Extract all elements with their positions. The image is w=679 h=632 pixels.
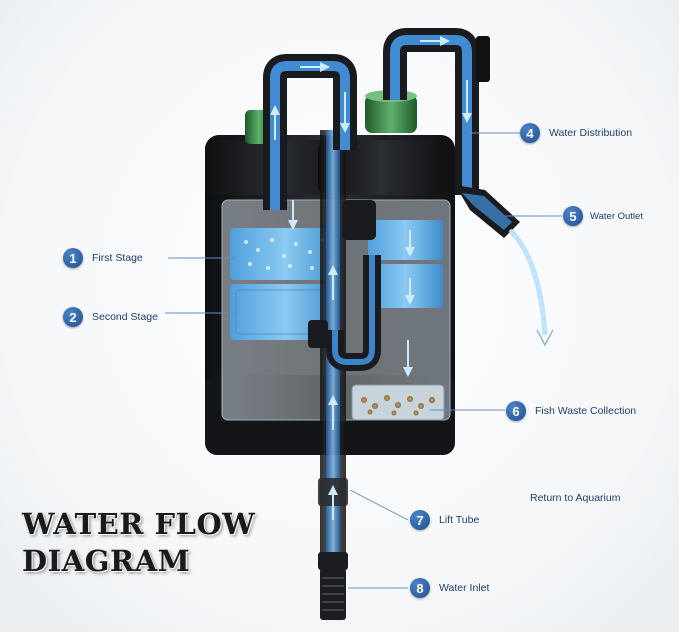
callout-lift-tube: 7 Lift Tube [410, 510, 479, 530]
callout-text: First Stage [92, 252, 143, 264]
return-to-aquarium-label: Return to Aquarium [530, 492, 621, 504]
callout-water-distribution: 4 Water Distribution [520, 123, 632, 143]
callout-text: Lift Tube [439, 514, 480, 526]
callout-water-inlet: 8 Water Inlet [410, 578, 489, 598]
flow-arrows [270, 36, 472, 520]
callout-badge: 1 [63, 248, 83, 268]
callout-second-stage: 2 Second Stage [63, 307, 158, 327]
callout-text: Water Inlet [439, 582, 490, 594]
callout-first-stage: 1 First Stage [63, 248, 143, 268]
first-stage-media [230, 228, 340, 280]
title-line-1: WATER FLOW [22, 507, 256, 541]
callout-text: Second Stage [92, 311, 158, 323]
callout-water-outlet: 5 Water Outlet [563, 206, 643, 226]
callout-text: Fish Waste Collection [535, 405, 637, 417]
callout-fish-waste: 6 Fish Waste Collection [506, 401, 636, 421]
callout-badge: 7 [410, 510, 430, 530]
water-outlet-spout [455, 185, 520, 238]
callout-badge: 2 [63, 307, 83, 327]
water-inlet-strainer [320, 570, 346, 620]
callout-badge: 4 [520, 123, 540, 143]
callout-badge: 6 [506, 401, 526, 421]
return-flow-stream [508, 228, 554, 347]
fish-waste-tray [351, 384, 445, 421]
callout-text: Water Distribution [549, 127, 633, 139]
diagram-title: WATER FLOW DIAGRAM [22, 506, 272, 580]
title-line-2: DIAGRAM [22, 544, 191, 578]
right-chamber-media [368, 220, 443, 308]
leader-lines [165, 132, 562, 589]
side-u-pipe [308, 200, 381, 371]
callout-badge: 5 [563, 206, 583, 226]
callout-badge: 8 [410, 578, 430, 598]
callout-text: Water Outlet [590, 210, 643, 222]
